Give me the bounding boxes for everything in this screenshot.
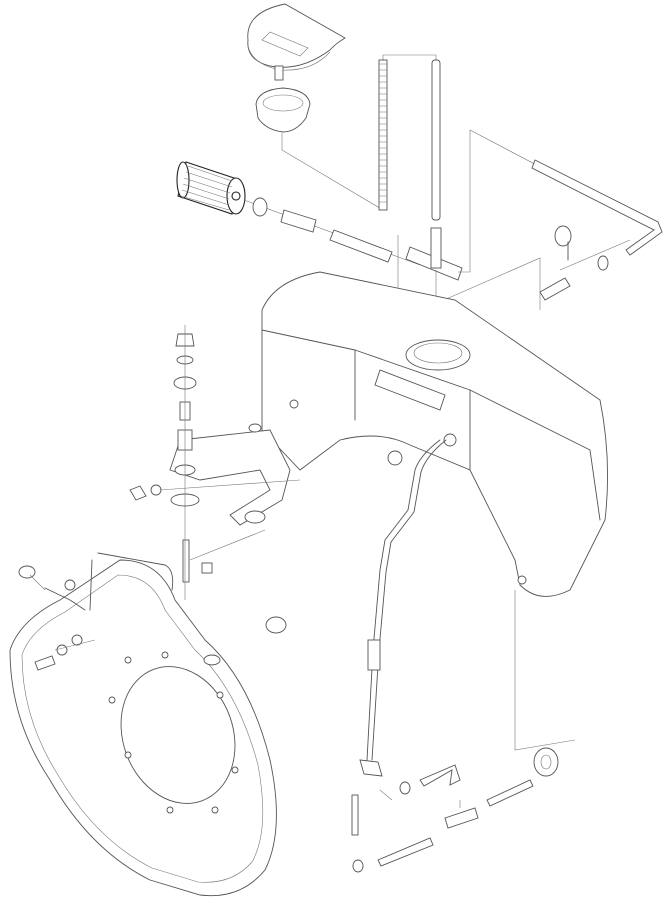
spring-hose <box>378 59 388 211</box>
spacer <box>201 562 213 574</box>
bracket-rod <box>44 552 174 611</box>
washer <box>64 579 76 591</box>
fuel-filter <box>176 161 246 215</box>
leader-line <box>382 54 437 62</box>
leader-line <box>443 239 631 310</box>
washer <box>56 644 68 656</box>
bell-housing <box>9 559 277 897</box>
leader-line <box>514 590 576 751</box>
hose-barb <box>539 277 571 301</box>
washer <box>71 634 83 646</box>
bolt <box>129 484 162 501</box>
leader-line <box>29 574 96 651</box>
leader-line <box>281 133 384 211</box>
leader-line <box>379 789 461 808</box>
bolt <box>34 655 56 671</box>
fuel-tank <box>261 271 609 597</box>
fuel-hose <box>329 229 393 263</box>
return-tube <box>531 159 663 256</box>
grommet-large <box>533 747 559 777</box>
shutoff-valve <box>554 225 572 261</box>
tee-small <box>444 807 479 829</box>
bushing <box>265 616 287 634</box>
o-ring <box>597 255 609 271</box>
leader-line <box>184 325 266 600</box>
tube-stub <box>351 794 359 836</box>
tube-bottom <box>377 837 434 867</box>
drain-tube <box>486 779 534 807</box>
hose-fitting <box>280 209 317 233</box>
clamp <box>399 781 411 795</box>
fuel-line <box>359 439 447 777</box>
leader-line <box>159 479 301 491</box>
filler-neck-cup <box>255 87 311 133</box>
grommet <box>252 197 268 217</box>
vent-tube <box>431 59 441 221</box>
tee-fitting <box>405 227 463 281</box>
hose-elbow <box>419 764 461 787</box>
washer <box>248 423 262 433</box>
nut <box>18 565 36 579</box>
leader-line <box>243 199 421 266</box>
clamp <box>352 859 364 873</box>
filler-cap <box>247 3 346 81</box>
